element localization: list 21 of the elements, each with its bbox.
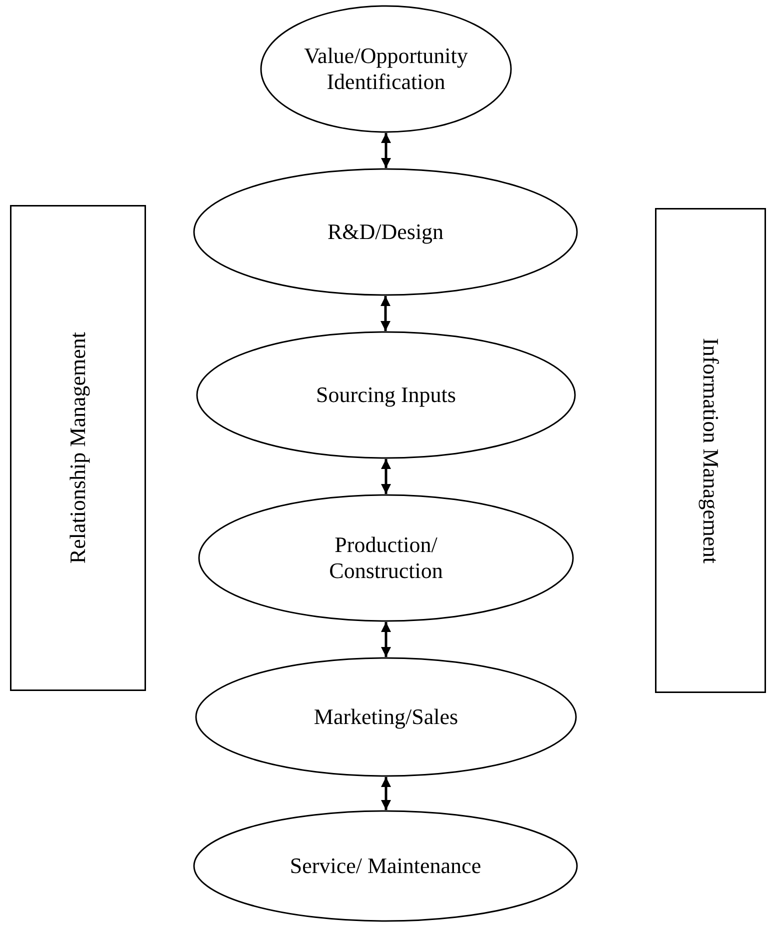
process-ellipse [198, 494, 574, 622]
process-ellipse [193, 168, 578, 296]
node-label: Sourcing Inputs [316, 382, 456, 408]
side-panel [655, 208, 766, 693]
arrow [381, 622, 391, 657]
node-label: Marketing/Sales [314, 704, 458, 730]
process-ellipse [196, 331, 576, 459]
arrow [381, 459, 391, 494]
process-ellipse [260, 5, 512, 133]
arrow [381, 133, 391, 168]
process-ellipse [195, 657, 577, 777]
arrow [380, 296, 390, 331]
node-label: Value/Opportunity Identification [303, 42, 469, 96]
process-ellipse [193, 810, 578, 922]
node-label: Information Management [698, 338, 724, 564]
node-label: Production/ Construction [328, 532, 444, 584]
side-panel [10, 205, 146, 691]
arrow [381, 777, 391, 810]
node-label: Service/ Maintenance [290, 852, 482, 880]
node-label: Relationship Management [64, 332, 91, 564]
node-label: R&D/Design [327, 218, 444, 246]
